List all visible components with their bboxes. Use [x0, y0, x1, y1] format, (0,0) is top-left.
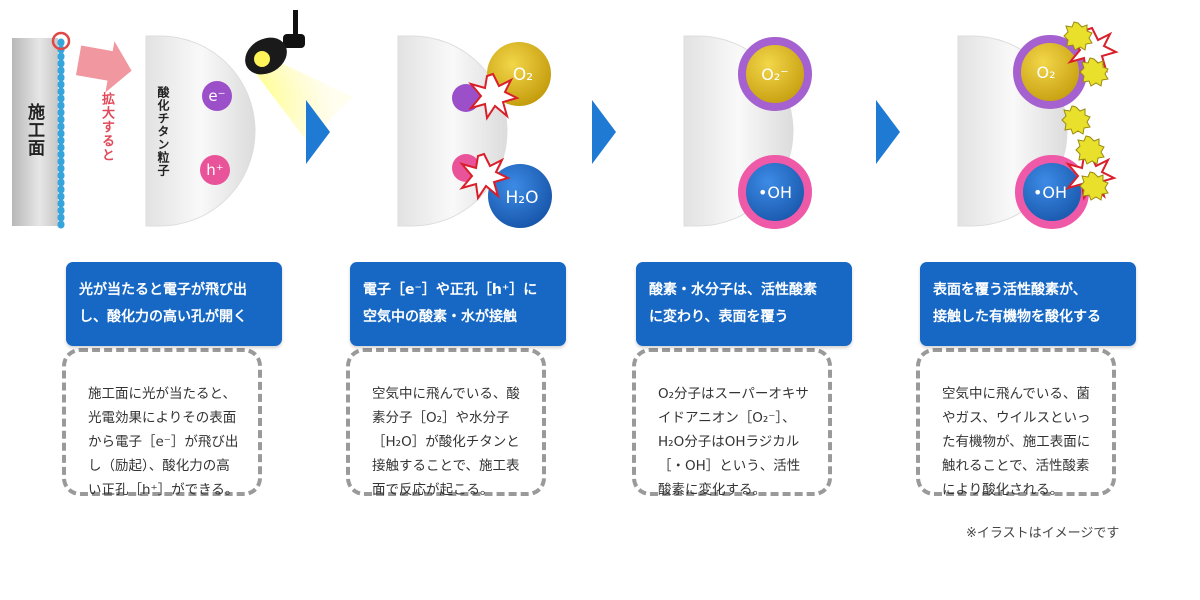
germ-icon: [1061, 105, 1091, 135]
electron-particle: [202, 81, 232, 111]
step-3-title: 酸素・水分子は、活性酸素 に変わり、表面を覆う: [636, 262, 852, 346]
hydroxyl-label: •OH: [758, 183, 792, 202]
flow-arrow-icon: [306, 100, 330, 164]
superoxide-label: O₂⁻: [761, 65, 788, 84]
hydroxyl-label-step4: •OH: [1033, 183, 1067, 202]
tio2-particle: [145, 35, 256, 227]
electron-label: e⁻: [208, 87, 225, 105]
step-1-description: 施工面に光が当たると、 光電効果によりその表面 から電子［e⁻］が飛び出 し（励…: [62, 348, 262, 498]
enlarge-arrow-icon: [75, 41, 132, 93]
h2o-label: H₂O: [506, 188, 539, 208]
zoom-circle: [51, 31, 71, 51]
step-4-description: 空気中に飛んでいる、菌 やガス、ウイルスといっ た有機物が、施工表面に 触れるこ…: [916, 348, 1116, 498]
step-1-title: 光が当たると電子が飛び出 し、酸化力の高い孔が開く: [66, 262, 282, 346]
light-beam: [247, 61, 353, 143]
flow-arrow-icon: [592, 100, 616, 164]
particle-label: 酸化チタン粒子: [156, 86, 170, 177]
hydroxyl-radical: [738, 155, 812, 229]
superoxide-molecule: [738, 37, 812, 111]
hole-particle: [200, 155, 230, 185]
step-2-description: 空気中に飛んでいる、酸 素分子［O₂］や水分子 ［H₂O］が酸化チタンと 接触す…: [346, 348, 546, 498]
superoxide-label-step4: O₂: [1036, 63, 1055, 82]
surface-block: [12, 38, 58, 226]
flow-arrow-icon: [876, 100, 900, 164]
image-note: ※イラストはイメージです: [966, 526, 1120, 541]
step-2-title: 電子［e⁻］や正孔［h⁺］に 空気中の酸素・水が接触: [350, 262, 566, 346]
process-illustration: e⁻ h⁺ O₂ H₂O O₂⁻ •OH O₂ •OH: [12, 10, 1117, 230]
surface-label: 施工面: [24, 103, 44, 157]
step-4-title: 表面を覆う活性酸素が、 接触した有機物を酸化する: [920, 262, 1136, 346]
light-icon: [245, 10, 305, 75]
step-3-description: O₂分子はスーパーオキサ イドアニオン［O₂⁻］、 H₂O分子はOHラジカル ［…: [632, 348, 832, 498]
enlarge-label: 拡大すると: [99, 92, 114, 162]
hole-label: h⁺: [206, 161, 223, 179]
o2-label: O₂: [513, 65, 533, 85]
germ-icon: [1075, 135, 1105, 165]
